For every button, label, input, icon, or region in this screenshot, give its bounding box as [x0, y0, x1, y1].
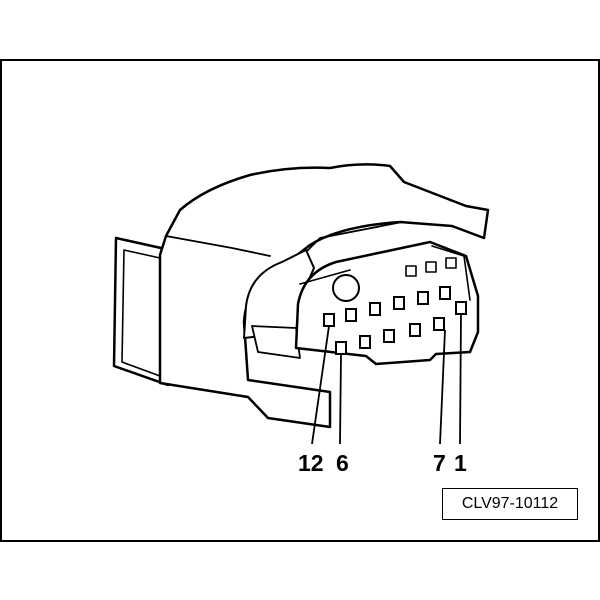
leader-lines	[311, 313, 462, 445]
pin-label-12: 12	[298, 450, 324, 476]
coding-key	[332, 274, 360, 302]
pin-label-6: 6	[336, 450, 349, 476]
pin-label-7: 7	[433, 450, 446, 476]
pin-label-1: 1	[454, 450, 467, 476]
reference-code: CLV97-10112	[442, 488, 578, 520]
figure-frame	[0, 59, 600, 542]
